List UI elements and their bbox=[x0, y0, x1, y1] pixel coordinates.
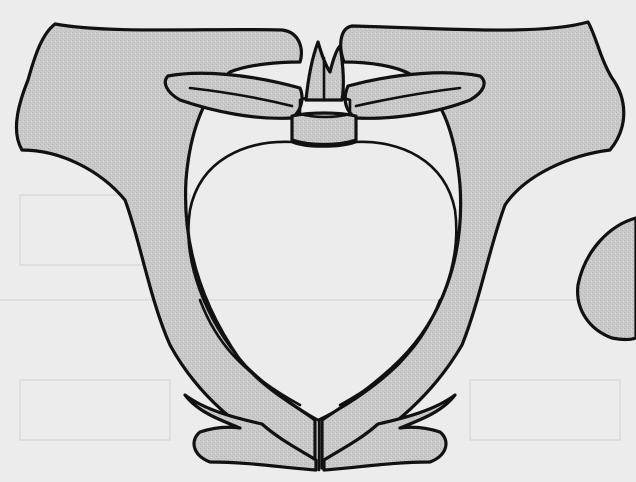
background-texture bbox=[0, 195, 636, 440]
femoral-head-partial bbox=[578, 218, 636, 340]
